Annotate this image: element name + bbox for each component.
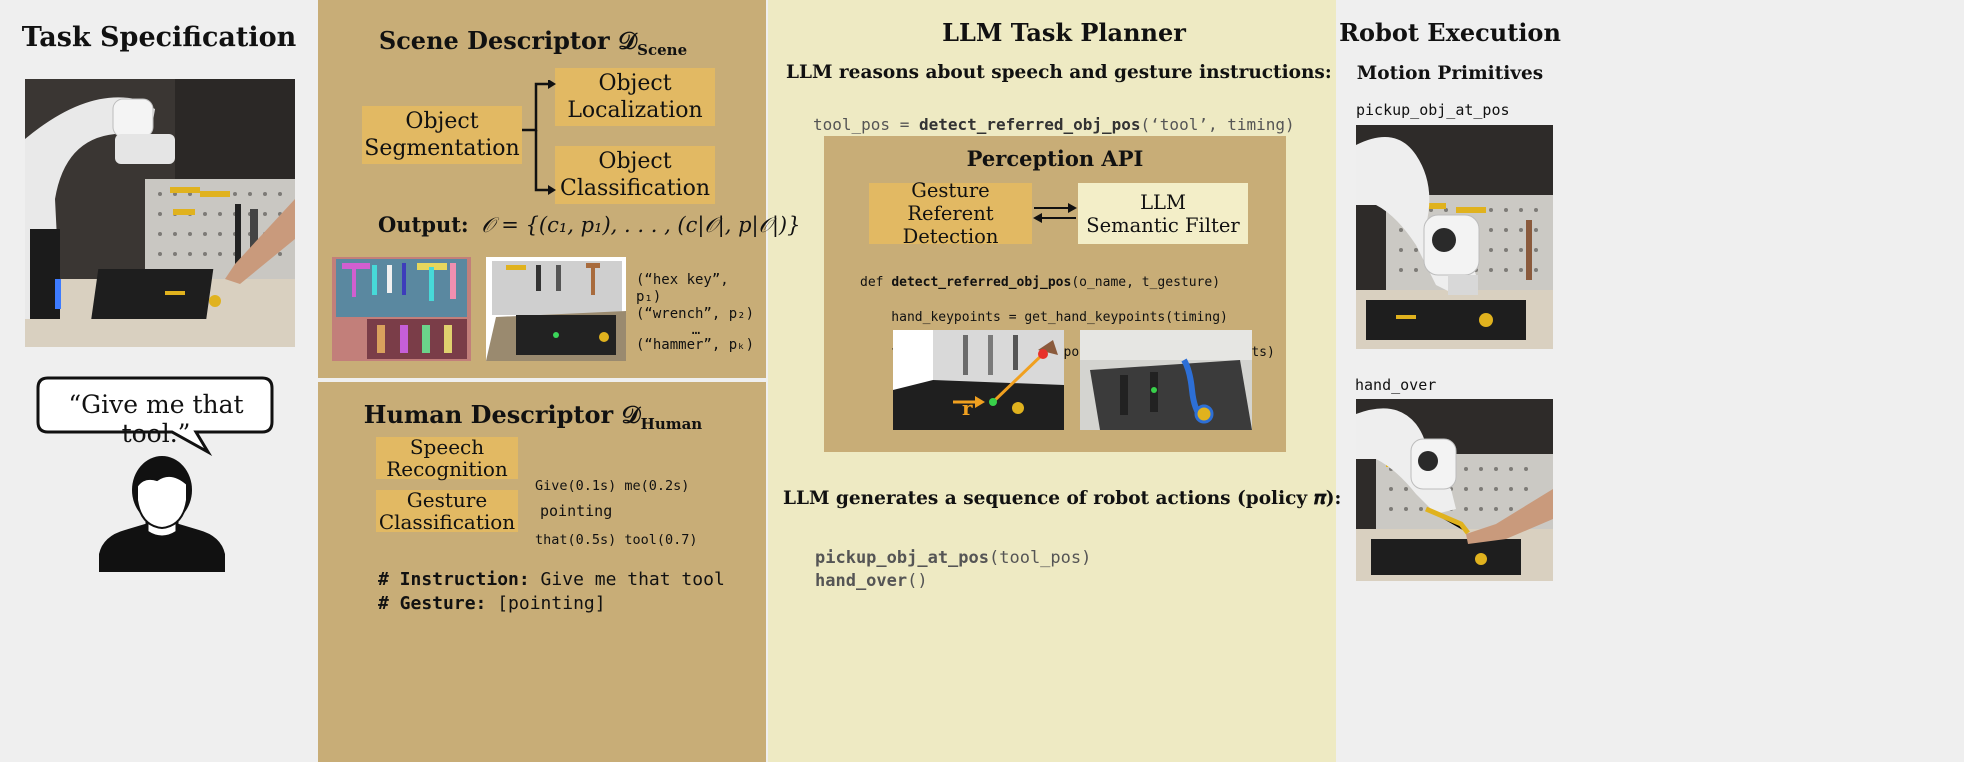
planner-title: LLM Task Planner: [942, 18, 1186, 47]
motion-primitives-subtitle: Motion Primitives: [1356, 63, 1544, 84]
semantic-filter-line-2: Semantic Filter: [1086, 213, 1240, 237]
action-1-function: pickup_obj_at_pos: [815, 548, 989, 568]
scene-title-sub: Scene: [637, 40, 688, 59]
cls-line-2: Classification: [559, 176, 710, 201]
scene-title-text: Scene Descriptor 𝒟: [378, 26, 638, 55]
gesture-value: [pointing]: [486, 593, 606, 614]
speech-bubble-text: “Give me that tool.”: [68, 390, 244, 448]
action-2-args: (): [907, 571, 928, 591]
def-keyword: def: [860, 274, 892, 290]
ray-label: r: [962, 396, 973, 420]
gesture-referent-line-2: Detection: [902, 225, 999, 248]
speech-output-line-2: that(0.5s) tool(0.7): [535, 532, 698, 548]
instruction-comment: # Instruction: Give me that tool: [378, 548, 725, 590]
call-assign: tool_pos =: [813, 115, 919, 134]
pickup-photo: [1356, 125, 1553, 349]
segmentation-mask-image: [332, 257, 471, 361]
scene-output: Output: 𝒪 = {(c₁, p₁), . . . , (c|𝒪|, p|…: [378, 212, 801, 238]
action-2-function: hand_over: [815, 571, 908, 591]
human-descriptor-title: Human Descriptor 𝒟Human: [318, 400, 748, 433]
human-title-sub: Human: [640, 414, 703, 433]
robot-scene-photo: [25, 79, 295, 347]
hand-keypoints-line: hand_keypoints = get_hand_keypoints(timi…: [860, 309, 1228, 325]
pointcloud-image: [486, 257, 626, 361]
call-args: (‘tool’, timing): [1140, 115, 1295, 134]
primitive-label-handover: hand_over: [1355, 376, 1437, 394]
action-1-args: (tool_pos): [989, 548, 1092, 568]
speech-line-1: Speech: [409, 435, 485, 459]
planner-reason-text: LLM reasons about speech and gesture ins…: [786, 62, 1332, 83]
loc-line-2: Localization: [567, 98, 703, 123]
gesture-key: # Gesture:: [378, 593, 487, 614]
instruction-value: Give me that tool: [529, 569, 725, 590]
gesture-referent-line-1: Gesture Referent: [907, 179, 994, 225]
cls-line-1: Object: [598, 149, 672, 174]
def-args: (o_name, t_gesture): [1071, 274, 1221, 290]
pointing-ray-image: [893, 330, 1064, 430]
perception-api-title: Perception API: [966, 146, 1144, 171]
scene-output-label: Output:: [378, 212, 469, 237]
loc-line-1: Object: [598, 71, 672, 96]
object-label-wrench: (“wrench”, p₂): [636, 306, 755, 322]
speech-line-2: Recognition: [386, 457, 508, 481]
action-1: pickup_obj_at_pos(tool_pos): [815, 528, 1091, 568]
gesture-comment: # Gesture: [pointing]: [378, 572, 606, 614]
gesture-line-2: Classification: [378, 510, 516, 534]
object-label-ellipsis: …: [691, 322, 701, 338]
object-label-hex-key: (“hex key”, p₁): [636, 272, 729, 305]
speech-recognition-output: Give(0.1s) me(0.2s) that(0.5s) tool(0.7): [535, 441, 698, 567]
robot-execution-title: Robot Execution: [1339, 18, 1561, 47]
selected-object-image: [1080, 330, 1252, 430]
def-line: def detect_referred_obj_pos(o_name, t_ge…: [860, 274, 1275, 292]
planner-call-line: tool_pos = detect_referred_obj_pos(‘tool…: [813, 96, 1295, 134]
semantic-filter-line-1: LLM: [1140, 190, 1186, 214]
handover-photo: [1356, 399, 1553, 581]
segmentation-branch-arrows: [522, 80, 556, 195]
seg-line-1: Object: [405, 109, 479, 134]
call-function: detect_referred_obj_pos: [918, 115, 1141, 134]
gesture-line-1: Gesture: [406, 488, 488, 512]
seg-line-2: Segmentation: [364, 136, 520, 161]
action-2: hand_over(): [815, 551, 928, 591]
speech-bubble: [36, 376, 274, 456]
human-title-text: Human Descriptor 𝒟: [363, 400, 641, 429]
generates-text: LLM generates a sequence of robot action…: [783, 488, 1342, 509]
object-label-hammer: (“hammer”, pₖ): [636, 337, 755, 353]
scene-object-labels: (“hex key”, p₁) (“wrench”, p₂) … (“hamme…: [636, 272, 756, 354]
planner-generates-text: LLM generates a sequence of robot action…: [783, 488, 1341, 509]
speech-output-line-1: Give(0.1s) me(0.2s): [535, 478, 690, 494]
gesture-classification-output: pointing: [540, 502, 613, 520]
scene-descriptor-title: Scene Descriptor 𝒟Scene: [318, 26, 748, 59]
primitive-label-pickup: pickup_obj_at_pos: [1356, 101, 1510, 119]
bidirectional-arrows: [1033, 203, 1077, 223]
def-function: detect_referred_obj_pos: [891, 274, 1072, 290]
task-spec-title: Task Specification: [21, 22, 297, 53]
scene-output-formula: 𝒪 = {(c₁, p₁), . . . , (c|𝒪|, p|𝒪|)}: [481, 213, 801, 237]
instruction-key: # Instruction:: [378, 569, 530, 590]
person-icon: [99, 456, 225, 572]
